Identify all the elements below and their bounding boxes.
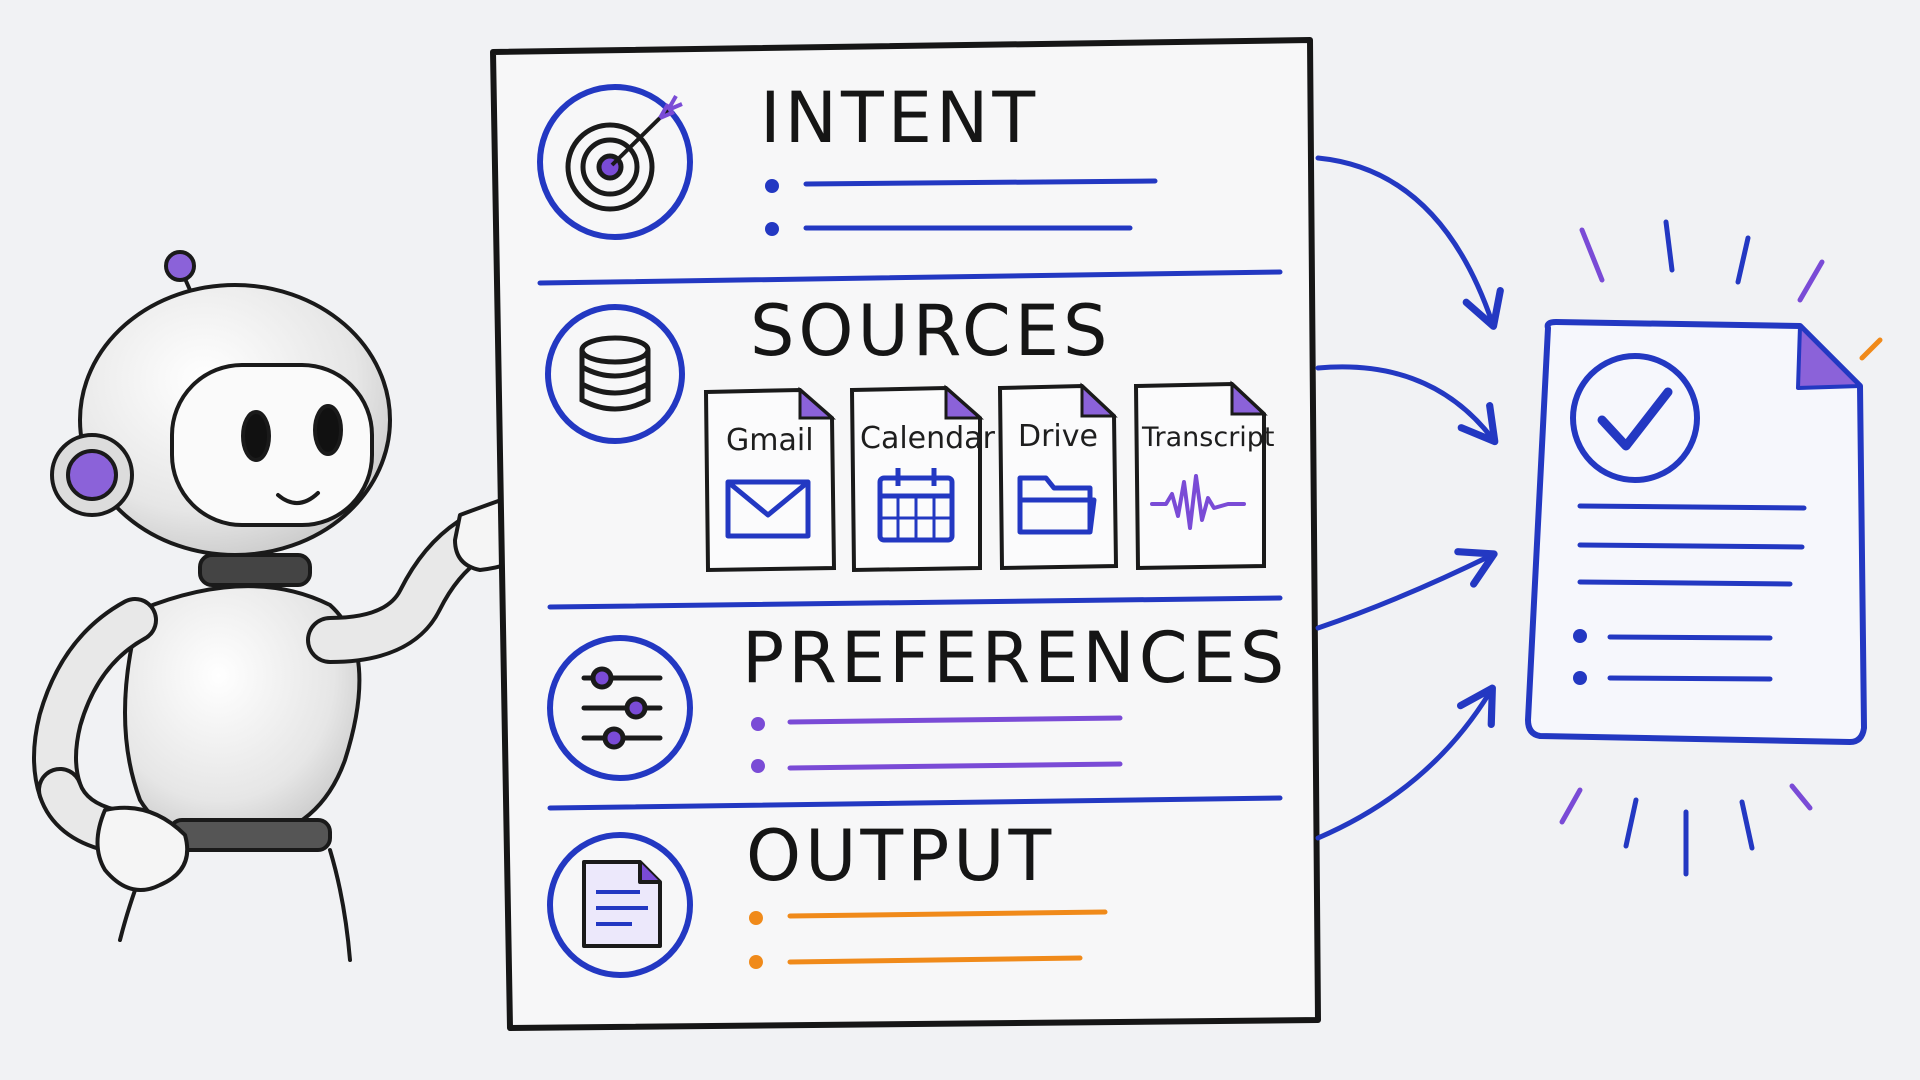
preferences-line-2	[787, 761, 1123, 771]
intent-line-1	[803, 178, 1158, 187]
robot-left-arm	[36, 601, 154, 809]
robot-eye-left	[241, 410, 271, 462]
bullet	[1573, 629, 1587, 643]
result-document	[1525, 219, 1883, 877]
source-label-drive: Drive	[1018, 419, 1098, 454]
source-label-transcript: Transcript	[1141, 422, 1275, 453]
source-label-gmail: Gmail	[726, 423, 814, 458]
divider-1	[537, 269, 1283, 286]
source-label-calendar: Calendar	[860, 421, 996, 456]
sliders-icon	[581, 666, 663, 750]
waveform-icon	[1150, 474, 1246, 530]
bullet	[749, 911, 763, 925]
calendar-icon	[877, 468, 955, 543]
robot-antenna-ball	[164, 250, 196, 282]
bullet	[765, 222, 779, 236]
bullet	[765, 179, 779, 193]
flow-arrows	[1315, 155, 1504, 841]
output-icon-circle	[547, 832, 693, 978]
robot-face	[170, 363, 374, 527]
section-title-sources: SOURCES	[750, 290, 1111, 372]
section-title-preferences: PREFERENCES	[742, 617, 1288, 699]
section-intent: INTENT	[537, 77, 1158, 240]
section-sources: SOURCES Gmail Calendar	[545, 290, 1275, 573]
source-tile-calendar: Calendar	[849, 384, 996, 573]
result-page-fold	[1796, 324, 1862, 390]
output-line-1	[787, 909, 1108, 919]
section-title-intent: INTENT	[760, 77, 1039, 159]
robot-torso	[123, 584, 362, 844]
bullet	[751, 759, 765, 773]
sparkle-rays	[1559, 219, 1883, 877]
envelope-icon	[725, 479, 811, 539]
robot-left-hand	[95, 805, 190, 892]
robot-neck	[198, 553, 312, 587]
output-line-2	[787, 955, 1083, 965]
section-output: OUTPUT	[547, 815, 1108, 978]
target-icon	[565, 95, 683, 212]
folder-icon	[1017, 475, 1097, 535]
result-lines	[1577, 503, 1807, 682]
source-tile-drive: Drive	[997, 382, 1119, 571]
preferences-line-1	[787, 715, 1123, 725]
robot-waist	[168, 818, 332, 852]
robot-ear-light	[66, 449, 118, 501]
bullet	[749, 955, 763, 969]
bullet	[751, 717, 765, 731]
source-tile-transcript: Transcript	[1133, 380, 1275, 571]
robot-eye-right	[313, 404, 343, 456]
robot-smile	[276, 491, 320, 505]
checklist-card: INTENT SOURCES Gmail	[490, 37, 1321, 1031]
source-tile-gmail: Gmail	[703, 386, 837, 573]
intent-icon-circle	[537, 84, 693, 240]
database-icon	[579, 335, 651, 412]
arrow-sources	[1315, 364, 1499, 446]
arrow-output	[1315, 684, 1496, 841]
document-icon	[582, 860, 662, 948]
divider-3	[547, 795, 1283, 811]
bullet	[1573, 671, 1587, 685]
section-title-output: OUTPUT	[746, 815, 1055, 897]
section-preferences: PREFERENCES	[547, 617, 1288, 781]
arrow-intent	[1315, 155, 1504, 330]
divider-2	[547, 595, 1283, 610]
checkmark-icon	[1570, 353, 1700, 483]
robot-icon	[32, 250, 559, 962]
robot-right-arm	[310, 520, 490, 660]
sources-icon-circle	[545, 304, 685, 444]
arrow-preferences	[1315, 548, 1498, 631]
preferences-icon-circle	[547, 635, 693, 781]
